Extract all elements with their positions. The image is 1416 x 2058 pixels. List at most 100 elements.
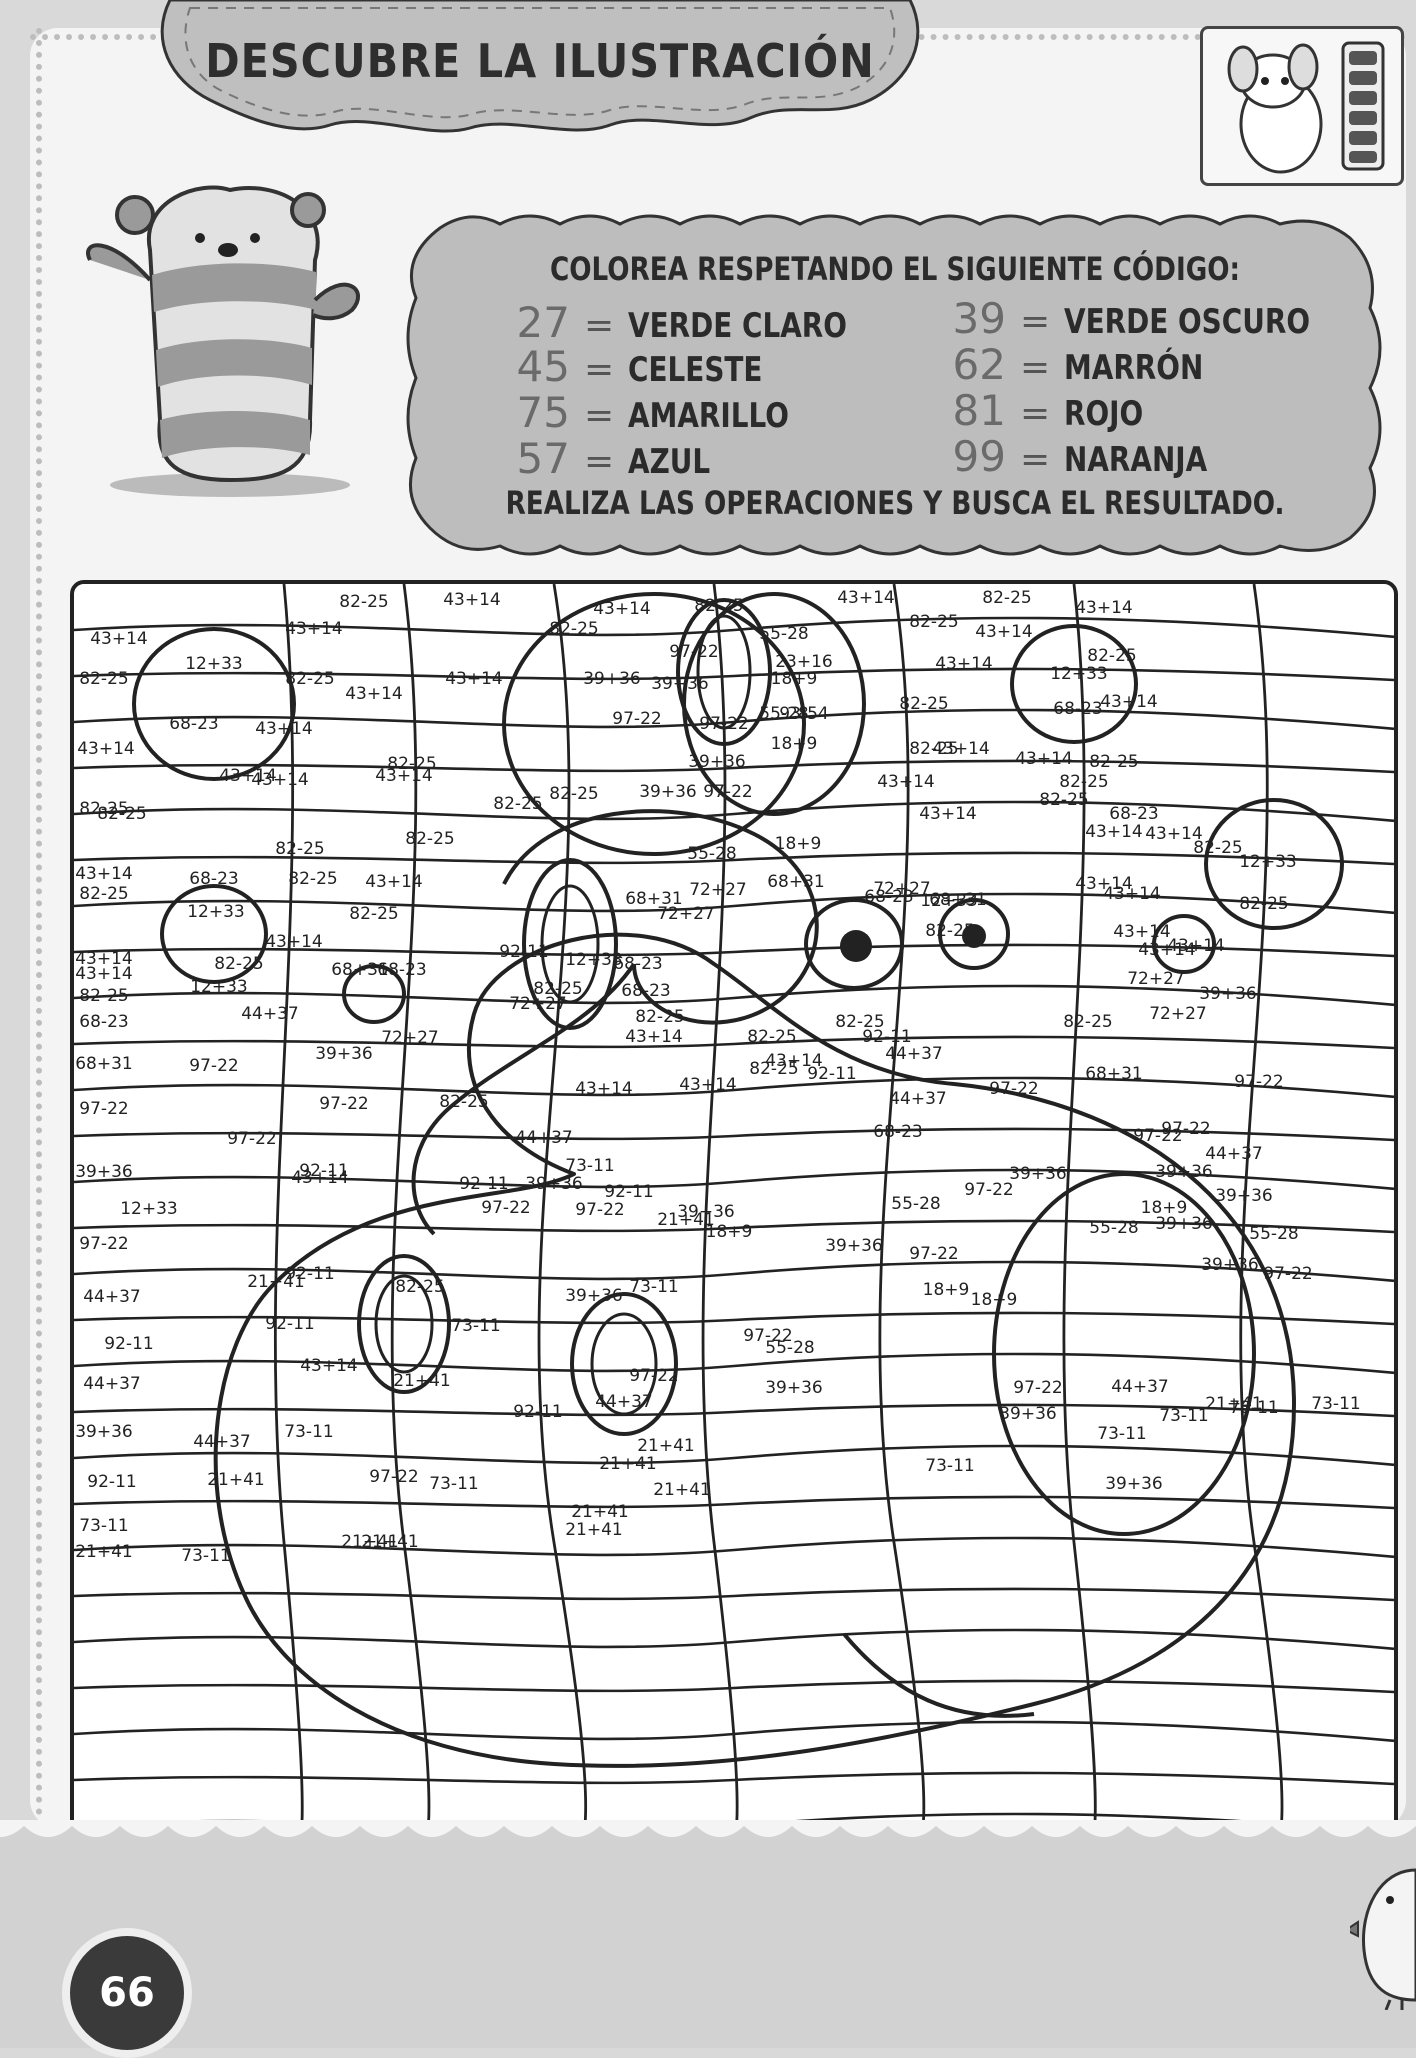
puzzle-cell-label: 73-11 [1097,1424,1147,1444]
activity-icon-frame [1200,26,1404,186]
puzzle-cell-label: 68-23 [613,954,663,974]
puzzle-cell-label: 43+14 [90,629,148,649]
code-equals: = [584,441,615,482]
puzzle-cell-label: 43+14 [765,1051,823,1071]
puzzle-cell-label: 44+37 [241,1004,299,1024]
puzzle-cell-label: 43+14 [1113,922,1171,942]
puzzle-cell-label: 97-22 [743,1326,793,1346]
puzzle-cell-label: 97-22 [699,714,749,734]
puzzle-cell-label: 68+31 [75,1054,133,1074]
puzzle-cell-label: 82-25 [925,921,975,941]
puzzle-cell-label: 44+37 [1111,1377,1169,1397]
puzzle-cell-label: 39+36 [639,782,697,802]
puzzle-cell-label: 21+41 [393,1371,451,1391]
puzzle-cell-label: 21+41 [571,1502,629,1522]
puzzle-cell-label: 21+41 [653,1480,711,1500]
puzzle-cell-label: 44+37 [193,1432,251,1452]
puzzle-cell-label: 97-22 [909,1244,959,1264]
puzzle-cell-label: 12+33 [1239,852,1297,872]
puzzle-cell-label: 43+14 [625,1027,683,1047]
puzzle-cell-label: 82-25 [395,1277,445,1297]
puzzle-cell-label: 44+37 [885,1044,943,1064]
code-row-45: 45=CELESTE [488,342,792,391]
code-row-27: 27=VERDE CLARO [488,298,895,347]
puzzle-cell-label: 18+9 [770,734,818,754]
puzzle-cell-label: 21+41 [1205,1394,1263,1414]
page-number-badge: 66 [62,1928,192,2058]
puzzle-cell-label: 39+36 [825,1236,883,1256]
puzzle-cell-label: 39+36 [651,674,709,694]
puzzle-cell-label: 68+31 [929,890,987,910]
puzzle-cell-label: 21+41 [565,1520,623,1540]
puzzle-cell-label: 72+27 [689,880,747,900]
code-equals: = [1020,347,1051,388]
puzzle-cell-label: 82-25 [1039,790,1089,810]
code-instructions: REALIZA LAS OPERACIONES Y BUSCA EL RESUL… [505,484,1285,522]
puzzle-cell-label: 82-25 [79,884,129,904]
puzzle-cell-label: 43+14 [219,766,277,786]
puzzle-cell-label: 44+37 [83,1374,141,1394]
puzzle-cell-label: 68-23 [169,714,219,734]
puzzle-cell-label: 43+14 [1015,749,1073,769]
puzzle-cell-label: 82-25 [1193,838,1243,858]
puzzle-cell-label: 43+14 [575,1079,633,1099]
puzzle-cell-label: 43+14 [443,590,501,610]
puzzle-cell-label: 39+36 [1199,984,1257,1004]
code-equals: = [584,349,615,390]
code-row-81: 81=ROJO [924,386,1161,435]
puzzle-cell-label: 72+27 [509,994,567,1014]
puzzle-cell-label: 82-25 [275,839,325,859]
puzzle-cell-label: 39+36 [75,1162,133,1182]
puzzle-cell-label: 55-28 [1249,1224,1299,1244]
puzzle-cell-label: 43+14 [365,872,423,892]
puzzle-cell-label: 97-22 [1013,1378,1063,1398]
code-color: VERDE OSCURO [1064,302,1311,342]
puzzle-cell-label: 68-23 [873,1122,923,1142]
puzzle-cell-label: 82-25 [405,829,455,849]
puzzle-cell-label: 43+14 [75,864,133,884]
puzzle-cell-label: 92-11 [265,1314,315,1334]
puzzle-cell-label: 92-11 [87,1472,137,1492]
puzzle-cell-label: 73-11 [429,1474,479,1494]
bird-illustration [1350,1868,1416,2010]
puzzle-cell-label: 73-11 [284,1422,334,1442]
puzzle-cell-label: 43+14 [77,739,135,759]
puzzle-cell-label: 55-28 [687,844,737,864]
puzzle-cell-label: 43+14 [935,654,993,674]
puzzle-cell-label: 39+36 [677,1202,735,1222]
puzzle-cell-label: 72+27 [1127,969,1185,989]
puzzle-cell-label: 43+14 [919,804,977,824]
puzzle-cell-label: 82-25 [439,1092,489,1112]
code-color: AZUL [628,442,711,482]
puzzle-cell-label: 43+14 [445,669,503,689]
puzzle-cell-label: 82-25 [1089,752,1139,772]
puzzle-cell-label: 97-22 [703,782,753,802]
code-row-99: 99=NARANJA [924,432,1239,481]
puzzle-cell-label: 18+9 [1140,1198,1188,1218]
puzzle-cell-label: 68-23 [1109,804,1159,824]
puzzle-cell-label: 39+36 [583,669,641,689]
puzzle-cell-label: 18+9 [774,834,822,854]
code-number: 62 [952,340,1006,389]
puzzle-cell-label: 44+37 [515,1128,573,1148]
puzzle-cell-label: 21+41 [361,1532,419,1552]
puzzle-cell-label: 43+14 [1145,824,1203,844]
puzzle-cell-label: 39+36 [1201,1255,1259,1275]
puppy-icon [1227,41,1385,174]
title-cloud-shape [160,0,920,133]
puzzle-cell-label: 43+14 [975,622,1033,642]
puzzle-cell-label: 82-25 [79,669,129,689]
puzzle-cell-label: 12+33 [185,654,243,674]
puzzle-cell-label: 23+16 [775,652,833,672]
puzzle-cell-label: 55-28 [759,624,809,644]
puzzle-cell-label: 68-23 [864,887,914,907]
puzzle-cell-label: 82-25 [288,869,338,889]
code-equals: = [1020,439,1051,480]
puzzle-cell-label: 39+36 [1215,1186,1273,1206]
code-equals: = [1020,393,1051,434]
puzzle-cell-label: 82-25 [349,904,399,924]
puzzle-cell-label: 43+14 [291,1168,349,1188]
puzzle-cell-label: 73-11 [565,1156,615,1176]
code-color: AMARILLO [628,396,790,436]
